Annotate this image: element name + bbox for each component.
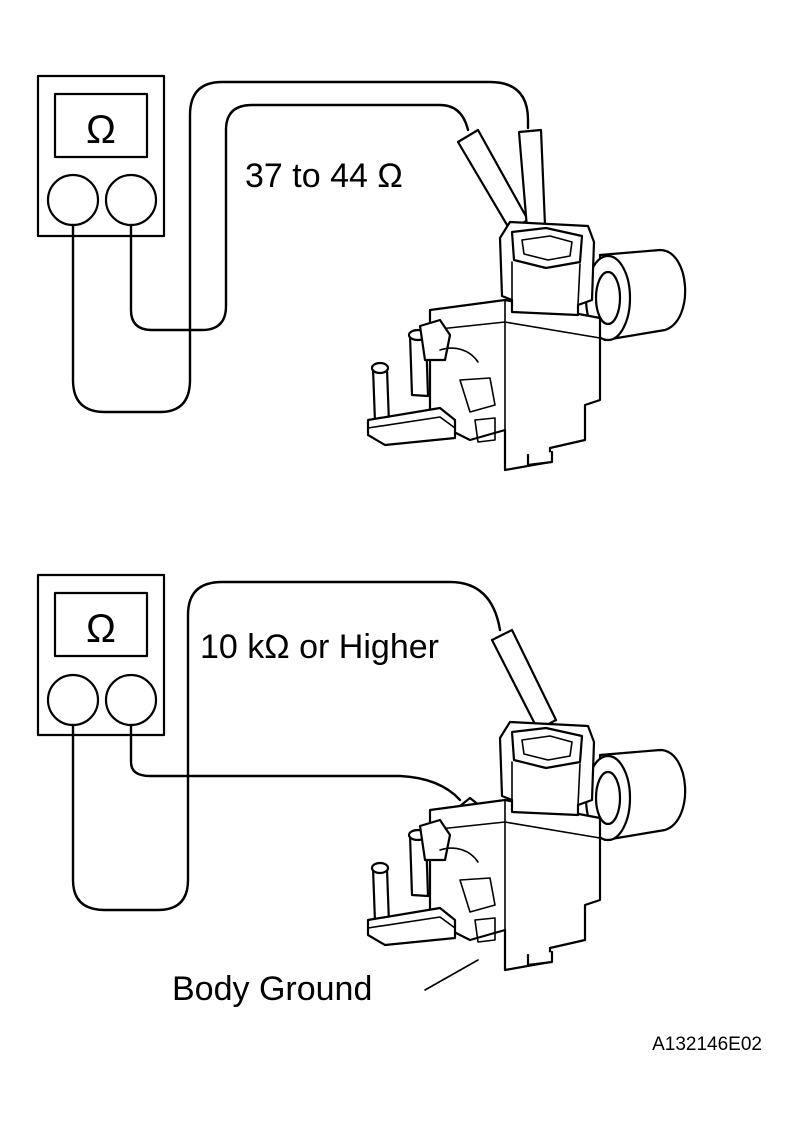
resistance-spec-label: 37 to 44 Ω: [245, 157, 403, 195]
ohm-symbol: Ω: [86, 108, 116, 152]
vsv-solenoid-valve: [366, 220, 687, 472]
figure-code: A132146E02: [652, 1034, 762, 1055]
ohm-symbol: Ω: [86, 607, 116, 651]
test-lead-1: [71, 80, 530, 414]
test-lead-2: [129, 103, 470, 332]
body-ground-label: Body Ground: [172, 970, 372, 1008]
probe-jack-left: [46, 173, 100, 227]
body-ground-leader: [424, 959, 479, 991]
vsv-solenoid-valve: [366, 720, 687, 972]
probe-jack-left: [46, 673, 100, 727]
ohmmeter: Ω: [36, 573, 166, 737]
test-lead-2: [129, 723, 462, 802]
probe-jack-right: [104, 673, 158, 727]
probe-jack-right: [104, 173, 158, 227]
test-lead-1: [71, 580, 502, 912]
resistance-spec-label: 10 kΩ or Higher: [200, 628, 439, 666]
panel-terminal-resistance: Ω 37 to 44 Ω: [36, 74, 687, 472]
ohmmeter: Ω: [36, 74, 166, 238]
panel-insulation-resistance: Ω 10 kΩ or Higher Body Ground: [36, 573, 687, 1008]
